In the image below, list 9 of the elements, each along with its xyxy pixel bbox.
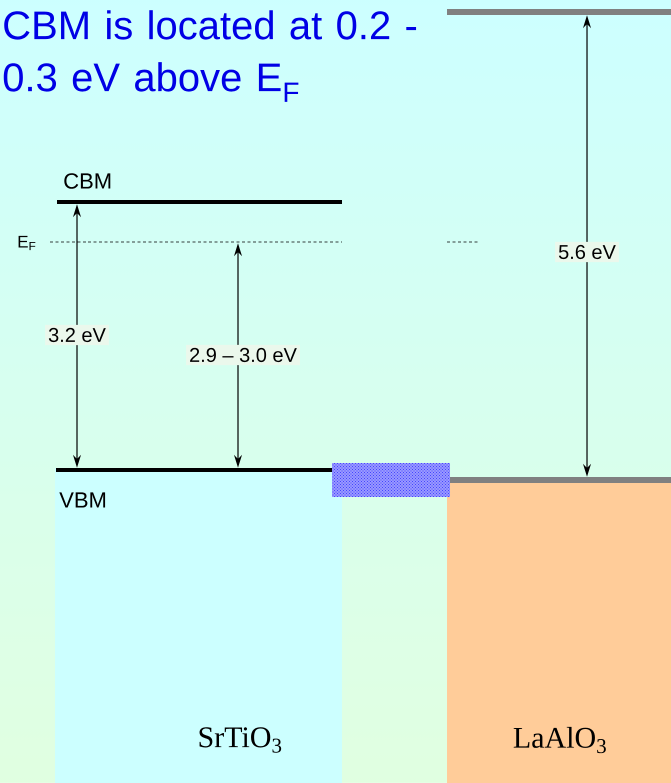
level-label: LaAlO$_{3}$ — [514, 726, 606, 754]
edge-label: 2.9 – 3.0 eV — [186, 344, 300, 366]
level-label: VBM — [59, 492, 106, 508]
level-label: CBM — [64, 173, 110, 189]
edge-label: 5.6 eV — [555, 242, 619, 262]
title: CBM is located at 0.2 - 0.3 eV above E$_{F}$ — [4, 10, 416, 102]
edge-label: 3.2 eV — [45, 324, 109, 346]
level-label: E$_{F}$ — [18, 236, 36, 250]
level-label: SrTiO$_{3}$ — [200, 727, 282, 753]
